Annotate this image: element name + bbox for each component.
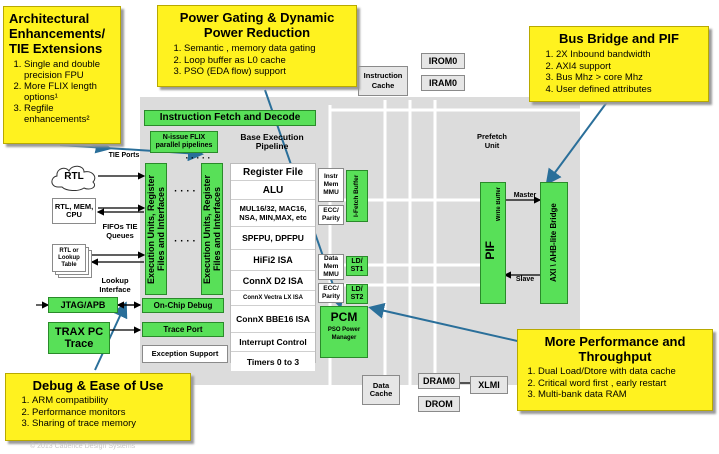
note-architectural-item: Single and double precision FPU	[24, 59, 115, 81]
register-file-cell: Register File	[231, 164, 315, 181]
copyright-footer: © 2013 Cadence Design Systems	[30, 443, 136, 450]
isa-table: Register File ALU MUL16/32, MAC16, NSA, …	[230, 163, 316, 371]
note-bus-item: 2X Inbound bandwidth	[556, 49, 700, 61]
trace-port-block: Trace Port	[142, 322, 224, 337]
spfpu-cell: SPFPU, DPFPU	[231, 227, 315, 250]
note-architectural-item: Regfile enhancements²	[24, 103, 115, 125]
write-buffer-label: Write Buffer	[496, 187, 502, 222]
pso-label: PSO Power Manager	[327, 327, 361, 341]
rtl-lookup-table: RTL or Lookup Table	[52, 244, 86, 272]
note-power-item: PSO (EDA flow) support	[184, 66, 348, 78]
note-performance-item: Multi-bank data RAM	[538, 389, 706, 401]
note-power-title: Power Gating & Dynamic Power Reduction	[179, 10, 335, 40]
exec-dots-1: · · · ·	[174, 186, 196, 197]
pif-label: PIF	[483, 241, 497, 260]
mul-cell: MUL16/32, MAC16, NSA, MIN,MAX, etc	[231, 200, 315, 227]
note-debug-title: Debug & Ease of Use	[32, 378, 164, 393]
note-debug-item: Performance monitors	[32, 407, 182, 419]
exec-units-left: Execution Units, Register Files and Inte…	[145, 163, 167, 295]
jtag-apb-block: JTAG/APB	[48, 297, 118, 313]
connx-bbe-cell: ConnX BBE16 ISA	[231, 306, 315, 333]
xlmi-block: XLMI	[470, 376, 508, 394]
note-bus-bridge: Bus Bridge and PIF 2X Inbound bandwidth …	[529, 26, 709, 102]
note-architectural-item: More FLIX length options¹	[24, 81, 115, 103]
ecc-parity-1: ECC/ Parity	[318, 205, 344, 225]
hifi-cell: HiFi2 ISA	[231, 250, 315, 271]
connx-d2-cell: ConnX D2 ISA	[231, 271, 315, 291]
note-architectural-title: Architectural Enhancements/ TIE Extensio…	[9, 11, 106, 56]
data-cache: Data Cache	[362, 375, 400, 405]
axi-bridge: AXI \ AHB-lite Bridge	[540, 182, 568, 304]
note-power: Power Gating & Dynamic Power Reduction S…	[157, 5, 357, 87]
master-label: Master	[513, 192, 537, 199]
instruction-fetch-decode: Instruction Fetch and Decode	[144, 110, 316, 126]
instr-mem-mmu: Instr Mem MMU	[318, 168, 344, 202]
note-performance: More Performance and Throughput Dual Loa…	[517, 329, 713, 411]
irom-block: IROM0	[421, 53, 465, 69]
dram-block: DRAM0	[418, 373, 460, 389]
rtl-cloud-label: RTL	[64, 171, 84, 182]
base-execution-pipeline: Base Execution Pipeline	[240, 132, 304, 151]
pif-block: PIF Write Buffer	[480, 182, 506, 304]
n-issue-flix-block: N-issue FLIX parallel pipelines	[150, 131, 218, 153]
note-power-item: Semantic , memory data gating	[184, 43, 348, 55]
trax-block: TRAX PC Trace	[48, 322, 110, 354]
ldst2-block: LD/ ST2	[346, 284, 368, 304]
note-bus-title: Bus Bridge and PIF	[559, 31, 679, 46]
data-mem-mmu: Data Mem MMU	[318, 254, 344, 280]
note-bus-item: AXI4 support	[556, 61, 700, 73]
tie-ports-label: TIE Ports	[108, 152, 140, 159]
note-architectural: Architectural Enhancements/ TIE Extensio…	[3, 6, 121, 144]
exception-support-block: Exception Support	[142, 345, 228, 363]
iram-block: IRAM0	[421, 75, 465, 91]
rtl-mem-cpu: RTL, MEM, CPU	[52, 198, 96, 224]
alu-cell: ALU	[231, 181, 315, 200]
note-bus-item: User defined attributes	[556, 84, 700, 96]
onchip-debug-block: On-Chip Debug	[142, 298, 224, 313]
note-performance-item: Dual Load/Dtore with data cache	[538, 366, 706, 378]
ifetch-buffer: I-Fetch Buffer	[346, 170, 368, 222]
note-debug: Debug & Ease of Use ARM compatibility Pe…	[5, 373, 191, 441]
exec-units-right: Execution Units, Register Files and Inte…	[201, 163, 223, 295]
note-debug-item: ARM compatibility	[32, 395, 182, 407]
ldst1-block: LD/ ST1	[346, 256, 368, 276]
note-performance-item: Critical word first , early restart	[538, 378, 706, 390]
note-debug-item: Sharing of trace memory	[32, 418, 182, 430]
prefetch-unit: Prefetch Unit	[476, 132, 507, 150]
fifos-label: FIFOs TIE Queues	[102, 222, 138, 240]
timers-cell: Timers 0 to 3	[231, 352, 315, 371]
pcm-label: PCM	[330, 310, 358, 324]
flix-dots: · · · · ·	[185, 153, 211, 163]
ecc-parity-2: ECC/ Parity	[318, 283, 344, 303]
rtl-cloud-icon	[51, 165, 96, 191]
interrupt-cell: Interrupt Control	[231, 333, 315, 352]
connx-vectra-cell: ConnX Vectra LX ISA	[231, 291, 315, 306]
note-performance-title: More Performance and Throughput	[544, 334, 686, 364]
drom-block: DROM	[418, 396, 460, 412]
note-bus-item: Bus Mhz > core Mhz	[556, 72, 700, 84]
instruction-cache: Instruction Cache	[358, 66, 408, 96]
slave-label: Slave	[515, 276, 535, 283]
lookup-interface-label: Lookup Interface	[99, 276, 131, 294]
pcm-block: PCM PSO Power Manager	[320, 306, 368, 358]
exec-dots-2: · · · ·	[174, 236, 196, 247]
note-power-item: Loop buffer as L0 cache	[184, 55, 348, 67]
